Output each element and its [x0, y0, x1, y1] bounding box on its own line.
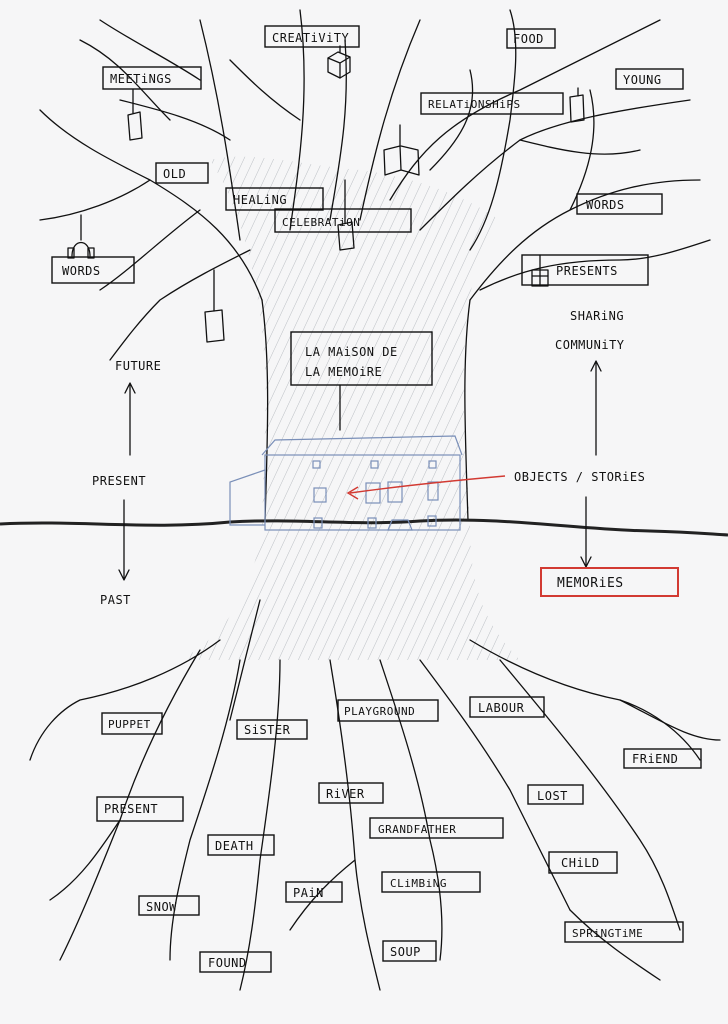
- label-healing: HEALiNG: [233, 193, 287, 207]
- label-snow: SNOW: [146, 900, 177, 914]
- root-labels: PUPPET SiSTER PLAYGROUND LABOUR FRiEND P…: [96, 696, 702, 973]
- label-young: YOUNG: [623, 73, 662, 87]
- cube-icon: [327, 45, 351, 79]
- label-words-right: WORDS: [586, 198, 625, 212]
- label-future: FUTURE: [115, 359, 161, 373]
- label-pain: PAiN: [293, 886, 324, 900]
- label-past: PAST: [100, 593, 131, 607]
- note-tag-icon-2: [569, 87, 585, 123]
- label-climbing: CLiMBiNG: [390, 877, 447, 890]
- label-present-root: PRESENT: [104, 802, 158, 816]
- label-death: DEATH: [215, 839, 254, 853]
- trunk-left-edge: [261, 299, 269, 521]
- label-old: OLD: [163, 167, 186, 181]
- label-objects-stories: OBJECTS / STORiES: [514, 470, 645, 484]
- label-relationships: RELATiONSHiPS: [428, 98, 521, 111]
- note-tag-icon-3: [337, 179, 355, 251]
- label-playground: PLAYGROUND: [344, 705, 415, 718]
- label-memories: MEMORiES: [557, 576, 624, 591]
- root-lines: [29, 599, 721, 991]
- label-sharing: SHARiNG: [570, 309, 624, 323]
- title-line-2: LA MEMOiRE: [305, 365, 382, 379]
- house-drawing: [229, 435, 463, 531]
- label-soup: SOUP: [390, 945, 421, 959]
- label-food: FOOD: [513, 32, 544, 46]
- memories-box: MEMORiES: [540, 567, 679, 597]
- label-river: RiVER: [326, 787, 365, 801]
- label-community: COMMUNiTY: [555, 338, 625, 352]
- label-words-left: WORDS: [62, 264, 101, 278]
- label-celebration: CELEBRATiON: [282, 216, 360, 229]
- label-present: PRESENT: [92, 474, 146, 488]
- title-box: LA MAiSON DE LA MEMOiRE: [290, 331, 433, 386]
- objects-to-house-arrow: [346, 475, 506, 500]
- trunk-right-edge: [464, 299, 471, 521]
- label-grandfather: GRANDFATHER: [378, 823, 456, 836]
- note-tag-icon-4: [204, 269, 225, 343]
- label-meetings: MEETiNGS: [110, 72, 172, 86]
- gift-box-icon: [531, 254, 549, 287]
- label-creativity: CREATiViTY: [272, 31, 350, 45]
- label-sister: SiSTER: [244, 723, 291, 737]
- label-labour: LABOUR: [478, 701, 525, 715]
- label-child: CHiLD: [561, 856, 600, 870]
- note-tag-icon-1: [127, 89, 143, 141]
- label-springtime: SPRiNGTiME: [572, 927, 643, 940]
- open-book-icon: [383, 124, 420, 176]
- ground-line: [0, 518, 728, 537]
- canopy-labels: CREATiViTY FOOD MEETiNGS YOUNG RELATiONS…: [51, 25, 684, 286]
- label-found: FOUND: [208, 956, 247, 970]
- title-line-1: LA MAiSON DE: [305, 345, 398, 359]
- headphones-icon: [67, 214, 95, 259]
- label-presents: PRESENTS: [556, 264, 618, 278]
- label-friend: FRiEND: [632, 752, 678, 766]
- label-lost: LOST: [537, 789, 568, 803]
- label-puppet: PUPPET: [108, 718, 151, 731]
- tree-trunk: [180, 156, 520, 660]
- time-arrows: [118, 360, 602, 581]
